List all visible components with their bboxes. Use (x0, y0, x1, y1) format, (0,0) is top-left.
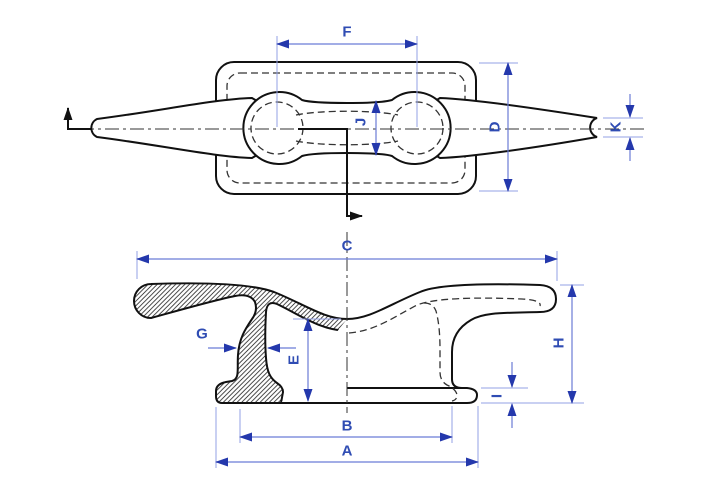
section-line-left (63, 107, 92, 130)
dim-label-b: B (341, 417, 353, 435)
dim-label-c: C (341, 237, 353, 255)
dim-label-i: I (488, 393, 506, 399)
dim-label-f: F (342, 23, 352, 41)
slot-hidden-top (295, 110, 399, 116)
dim-label-h: H (550, 337, 568, 349)
slot-hidden-bottom (295, 140, 399, 146)
hidden-web-edge (423, 302, 458, 402)
section-cut-region (133, 282, 348, 404)
side-section-view (133, 232, 584, 468)
dim-label-k: K (607, 121, 625, 133)
hidden-arm-underside (348, 297, 541, 334)
right-horn (429, 96, 598, 160)
right-profile-outline (281, 283, 558, 404)
dim-label-e: E (285, 354, 303, 366)
dim-label-d: D (486, 121, 504, 133)
dim-label-a: A (341, 442, 353, 460)
left-horn (90, 96, 263, 160)
dim-label-j: J (352, 117, 370, 127)
section-line-center (298, 128, 363, 221)
top-view (63, 36, 645, 221)
dim-label-g: G (196, 325, 208, 343)
